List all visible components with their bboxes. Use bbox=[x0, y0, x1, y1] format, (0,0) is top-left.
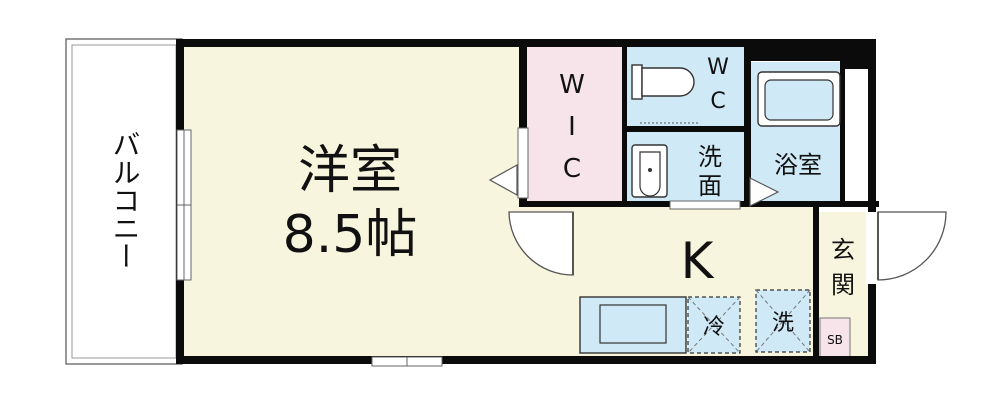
western-room-floor bbox=[182, 39, 527, 364]
balcony-window bbox=[176, 129, 192, 281]
wic-label-1: W bbox=[559, 70, 585, 100]
wic-floor bbox=[527, 47, 622, 205]
fridge-space bbox=[687, 296, 741, 354]
western-room-size: 8.5帖 bbox=[283, 205, 418, 265]
balcony-label: バルコニー bbox=[109, 130, 142, 270]
washroom-label-2: 面 bbox=[698, 172, 722, 200]
shoe-box-label: SB bbox=[827, 333, 843, 347]
wic-label-3: C bbox=[563, 154, 581, 184]
kitchen-label: K bbox=[681, 232, 715, 290]
entrance-label-2: 関 bbox=[831, 271, 855, 299]
wic-label-2: I bbox=[568, 112, 576, 142]
washer-space bbox=[755, 289, 811, 353]
wc-label-2: C bbox=[710, 89, 725, 114]
washer-label: 洗 bbox=[772, 311, 794, 336]
western-room-label: 洋室 bbox=[298, 141, 402, 201]
washroom-label-1: 洗 bbox=[698, 143, 722, 171]
bathroom-label: 浴室 bbox=[774, 151, 822, 179]
entrance-door-swing bbox=[877, 211, 947, 281]
entrance-label-1: 玄 bbox=[831, 236, 855, 264]
bath-door-marker bbox=[749, 177, 780, 207]
washbasin-icon bbox=[631, 144, 668, 198]
wic-door-marker bbox=[488, 163, 518, 197]
kitchen-counter bbox=[579, 296, 687, 354]
bathtub-icon bbox=[757, 71, 841, 127]
toilet-icon bbox=[631, 64, 695, 100]
fridge-label: 冷 bbox=[703, 315, 725, 340]
balcony-area bbox=[65, 38, 183, 365]
room-door-swing bbox=[508, 211, 574, 276]
bottom-window bbox=[371, 356, 443, 367]
shoe-box bbox=[819, 317, 851, 359]
wc-label-1: W bbox=[707, 55, 729, 80]
entrance-door-gap bbox=[866, 212, 876, 284]
